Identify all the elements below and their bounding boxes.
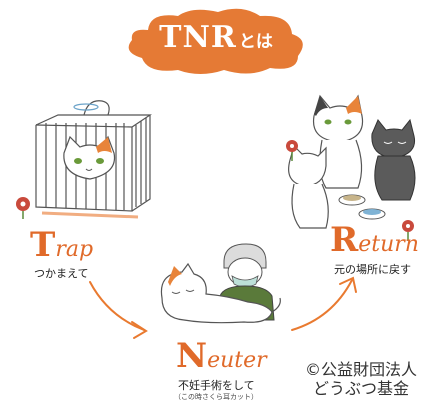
flower-icon	[402, 220, 414, 241]
title-suffix: とは	[238, 32, 273, 52]
return-caption: 元の場所に戻す	[334, 263, 411, 276]
title-main: TNR	[159, 20, 237, 55]
trap-caption: つかまえて	[34, 267, 89, 280]
neuter-note: （この時さくら耳カット）	[174, 393, 258, 401]
arrow-trap-to-neuter	[89, 281, 145, 331]
title-bubble	[128, 8, 303, 74]
vet-with-cat-illustration	[160, 243, 281, 324]
trap-rest: rap	[55, 237, 94, 262]
flower-icon	[286, 140, 298, 161]
return-initial: R	[330, 220, 359, 260]
neuter-caption: 不妊手術をして	[178, 379, 255, 392]
return-rest: eturn	[358, 232, 419, 257]
credit-line-2: どうぶつ基金	[313, 379, 410, 398]
neuter-rest: euter	[207, 348, 267, 373]
copyright-credit: ©公益財団法人 どうぶつ基金	[305, 360, 417, 398]
credit-line-1: ©公益財団法人	[305, 360, 418, 379]
neuter-initial: N	[176, 336, 208, 376]
returned-cats-illustration	[288, 94, 416, 229]
step-return: Return	[330, 220, 419, 260]
arrow-neuter-to-return	[291, 279, 353, 331]
step-trap: Trap	[30, 225, 93, 265]
cat-in-cage-illustration	[35, 100, 152, 219]
trap-initial: T	[30, 225, 56, 265]
arrow-head-neuter	[131, 321, 148, 339]
step-neuter: Neuter	[176, 336, 267, 376]
flower-icon	[16, 197, 30, 219]
arrow-head-return	[339, 276, 357, 293]
